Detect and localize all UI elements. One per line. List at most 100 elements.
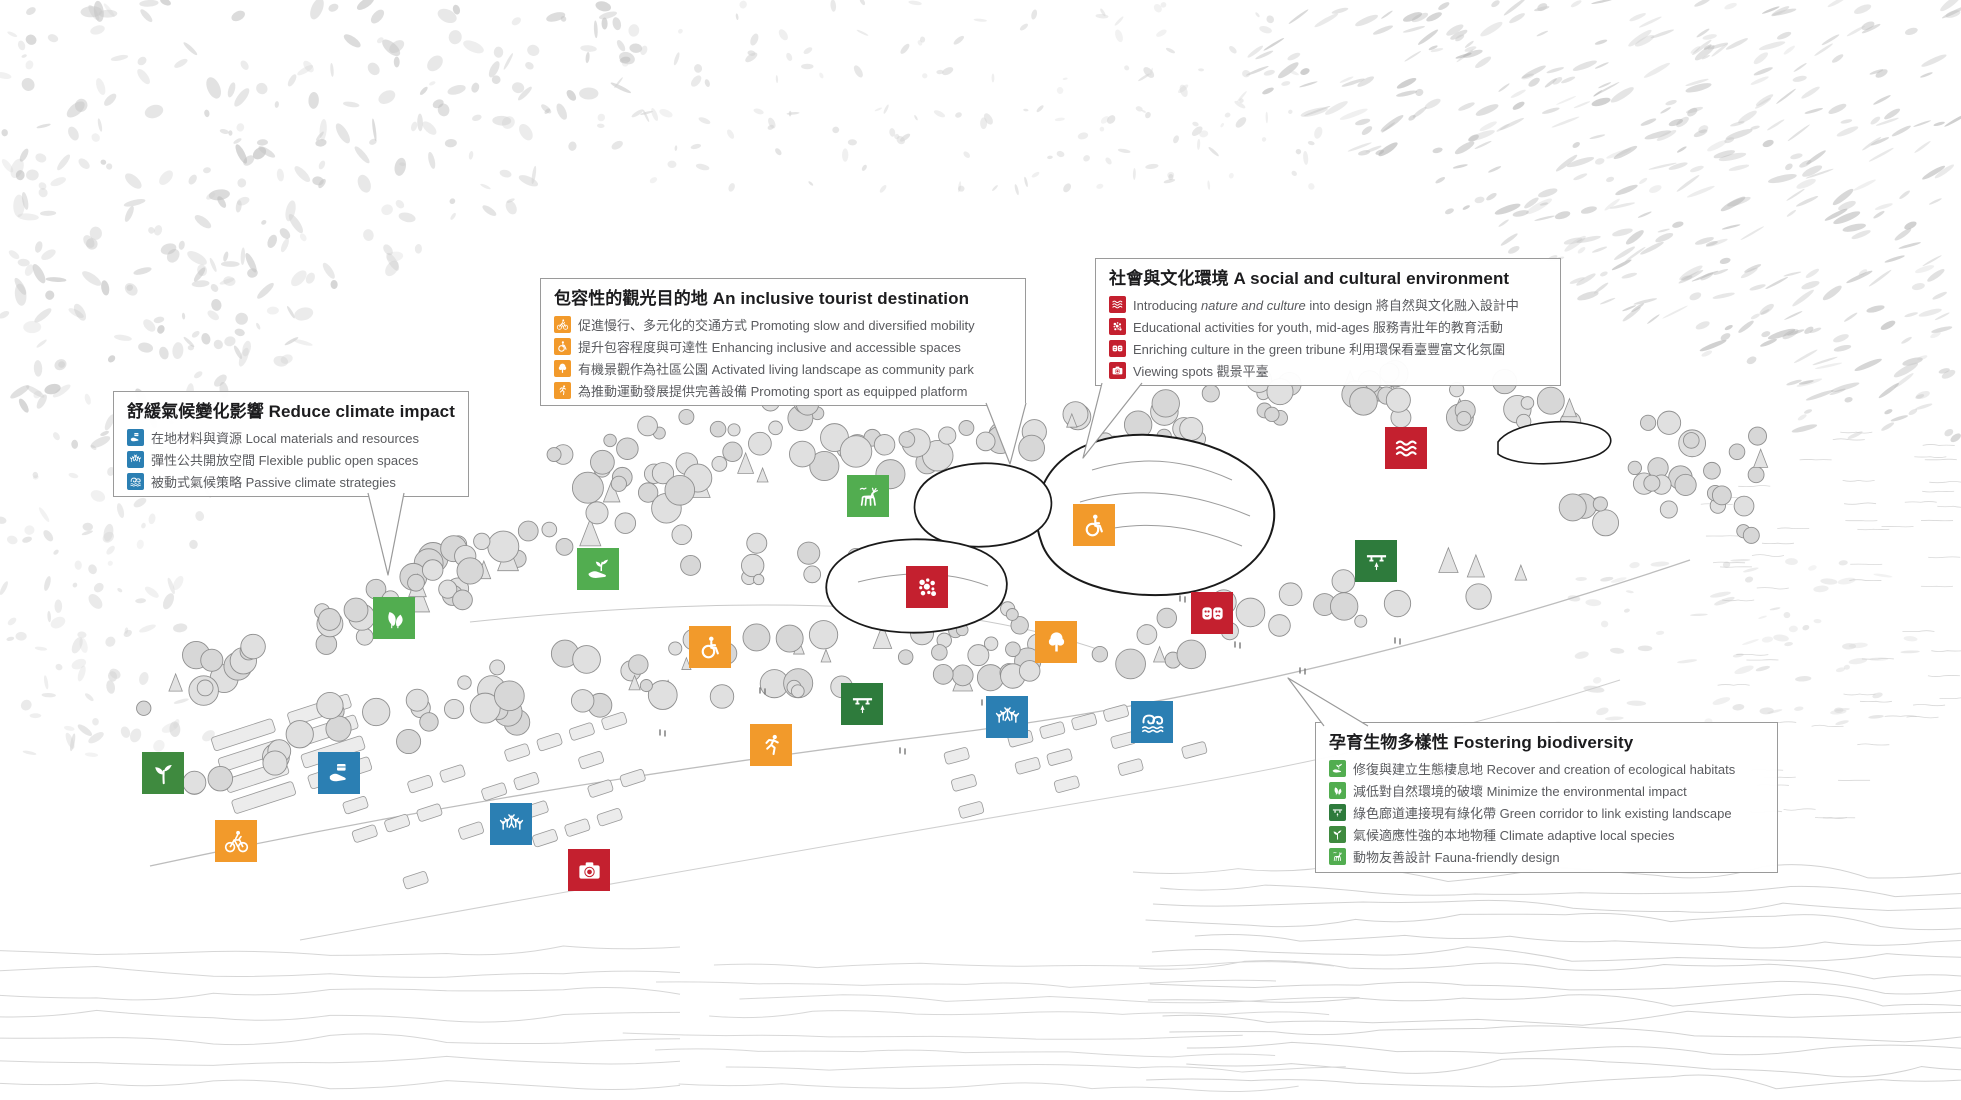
sea-waves-icon (130, 477, 141, 486)
legend-item: 提升包容程度與可達性 Enhancing inclusive and acces… (554, 335, 1012, 357)
camera-icon (1112, 366, 1123, 374)
legend-item-label: 修復與建立生態棲息地 Recover and creation of ecolo… (1353, 761, 1736, 777)
legend-item-label: 促進慢行、多元化的交通方式 Promoting slow and diversi… (578, 317, 975, 333)
bicycle-icon (224, 830, 248, 852)
runner-icon (554, 381, 571, 399)
legend-item-label: 氣候適應性強的本地物種 Climate adaptive local speci… (1353, 827, 1675, 843)
wheelchair-icon (554, 337, 571, 355)
legend-item: Educational activities for youth, mid-ag… (1109, 315, 1547, 337)
map-marker-sea-waves[interactable] (1131, 701, 1173, 743)
map-marker-hand-box[interactable] (318, 752, 360, 794)
legend-item: Enriching culture in the green tribune 利… (1109, 337, 1547, 359)
bicycle-icon (554, 315, 571, 333)
wheelchair-icon (1085, 514, 1103, 536)
waves-icon (1395, 439, 1417, 457)
corridor-icon (1332, 808, 1343, 817)
legend-item-label: 彈性公共開放空間 Flexible public open spaces (151, 452, 419, 468)
masks-icon (1112, 345, 1123, 351)
corridor-icon (852, 697, 872, 713)
legend-item: 減低對自然環境的破壞 Minimize the environmental im… (1329, 779, 1764, 801)
legend-item: 氣候適應性強的本地物種 Climate adaptive local speci… (1329, 823, 1764, 845)
wheelchair-icon (701, 636, 719, 658)
callout-title: 孕育生物多樣性 Fostering biodiversity (1329, 733, 1634, 752)
leaves-icon (1329, 781, 1346, 799)
leaves-icon (387, 611, 403, 628)
hand-seedling-icon (588, 559, 608, 578)
map-marker-waves[interactable] (1385, 427, 1427, 469)
map-marker-wheelchair[interactable] (689, 626, 731, 668)
map-marker-crowd[interactable] (986, 696, 1028, 738)
legend-item: 為推動運動發展提供完善設備 Promoting sport as equippe… (554, 379, 1012, 401)
legend-item: 彈性公共開放空間 Flexible public open spaces (127, 448, 455, 470)
deer-icon (859, 487, 878, 506)
legend-item-label: 在地材料與資源 Local materials and resources (151, 430, 420, 446)
map-marker-hand-seedling[interactable] (577, 548, 619, 590)
deer-icon (1329, 847, 1346, 865)
corridor-icon (1366, 554, 1386, 570)
runner-icon (764, 734, 779, 755)
waves-icon (1112, 300, 1123, 308)
map-marker-corridor[interactable] (841, 683, 883, 725)
hand-box-icon (127, 428, 144, 446)
crowd-icon (127, 450, 144, 468)
legend-rows: Introducing nature and culture into desi… (1109, 293, 1547, 381)
sprout-icon (1329, 825, 1346, 843)
hand-seedling-icon (1329, 759, 1346, 777)
legend-item-label: 動物友善設計 Fauna-friendly design (1353, 849, 1560, 865)
crowd-icon (129, 454, 142, 462)
map-marker-tree[interactable] (1035, 621, 1077, 663)
legend-item-label: 被動式氣候策略 Passive climate strategies (151, 474, 396, 490)
callout-title: 社會與文化環境 A social and cultural environmen… (1109, 269, 1510, 288)
legend-item: 修復與建立生態棲息地 Recover and creation of ecolo… (1329, 757, 1764, 779)
dots-icon (1113, 321, 1122, 331)
legend-item-label: Introducing nature and culture into desi… (1133, 297, 1519, 313)
callout-reduce-climate-impact: 舒緩氣候變化影響 Reduce climate impact 在地材料與資源 L… (113, 391, 469, 497)
map-marker-masks[interactable] (1191, 592, 1233, 634)
sprout-icon (154, 764, 172, 784)
legend-item-label: 減低對自然環境的破壞 Minimize the environmental im… (1353, 783, 1687, 799)
legend-item: 綠色廊道連接現有綠化帶 Green corridor to link exist… (1329, 801, 1764, 823)
corridor-icon (1329, 803, 1346, 821)
leaves-icon (1334, 786, 1342, 795)
legend-item: 在地材料與資源 Local materials and resources (127, 426, 455, 448)
crowd-icon (995, 706, 1019, 723)
legend-rows: 在地材料與資源 Local materials and resources 彈性公… (127, 426, 455, 492)
sea-waves-icon (1141, 714, 1163, 733)
legend-item: Viewing spots 觀景平臺 (1109, 359, 1547, 381)
map-marker-corridor[interactable] (1355, 540, 1397, 582)
hand-box-icon (130, 432, 139, 441)
camera-icon (1109, 361, 1126, 379)
map-marker-leaves[interactable] (373, 597, 415, 639)
legend-item: 被動式氣候策略 Passive climate strategies (127, 470, 455, 492)
map-marker-bicycle[interactable] (215, 820, 257, 862)
legend-item: Introducing nature and culture into desi… (1109, 293, 1547, 315)
map-marker-wheelchair[interactable] (1073, 504, 1115, 546)
tree-icon (554, 359, 571, 377)
sea-waves-icon (127, 472, 144, 490)
runner-icon (559, 384, 567, 395)
wheelchair-icon (558, 340, 567, 352)
legend-item: 促進慢行、多元化的交通方式 Promoting slow and diversi… (554, 313, 1012, 335)
legend-item-label: 綠色廊道連接現有綠化帶 Green corridor to link exist… (1353, 805, 1732, 821)
camera-icon (578, 861, 600, 879)
callout-fostering-biodiversity: 孕育生物多樣性 Fostering biodiversity 修復與建立生態棲息… (1315, 722, 1778, 873)
legend-item-label: Viewing spots 觀景平臺 (1133, 363, 1269, 379)
masks-icon (1109, 339, 1126, 357)
callout-title: 舒緩氣候變化影響 Reduce climate impact (127, 402, 455, 421)
map-marker-sprout[interactable] (142, 752, 184, 794)
waves-icon (1109, 295, 1126, 313)
map-marker-deer[interactable] (847, 475, 889, 517)
tree-icon (558, 363, 567, 373)
legend-item-label: 提升包容程度與可達性 Enhancing inclusive and acces… (578, 339, 961, 355)
bicycle-icon (556, 318, 569, 330)
map-marker-dots[interactable] (906, 566, 948, 608)
map-marker-runner[interactable] (750, 724, 792, 766)
legend-item-label: 為推動運動發展提供完善設備 Promoting sport as equippe… (578, 383, 968, 399)
map-marker-camera[interactable] (568, 849, 610, 891)
legend-item-label: Educational activities for youth, mid-ag… (1133, 319, 1503, 335)
map-marker-crowd[interactable] (490, 803, 532, 845)
callout-social-cultural-environment: 社會與文化環境 A social and cultural environmen… (1095, 258, 1561, 386)
legend-item: 有機景觀作為社區公園 Activated living landscape as… (554, 357, 1012, 379)
crowd-icon (499, 813, 523, 830)
